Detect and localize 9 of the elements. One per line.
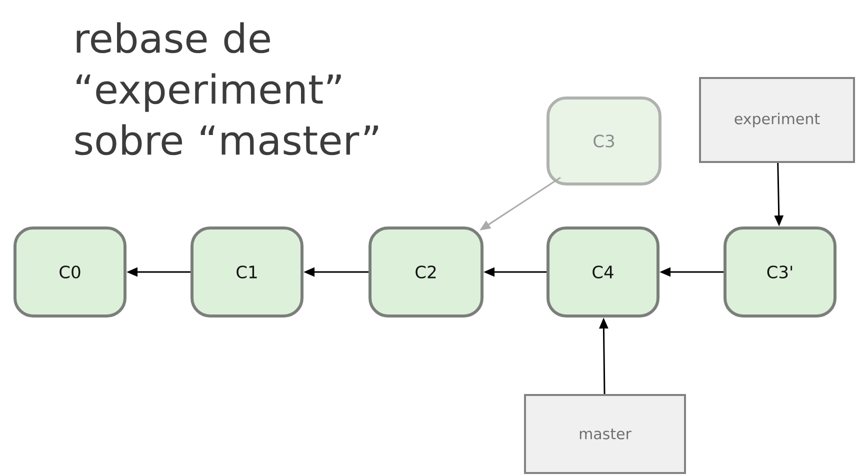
- branch-label-box: master: [524, 394, 686, 474]
- commit-node: C2: [368, 226, 484, 318]
- commit-node: C0: [14, 226, 126, 318]
- commit-node: C3: [546, 96, 662, 186]
- commit-node: C3': [724, 226, 836, 318]
- branch-label-box: experiment: [699, 77, 855, 163]
- title: rebase de “experiment” sobre “master”: [75, 22, 378, 156]
- commit-node: C4: [546, 226, 660, 318]
- commit-node: C1: [190, 226, 304, 318]
